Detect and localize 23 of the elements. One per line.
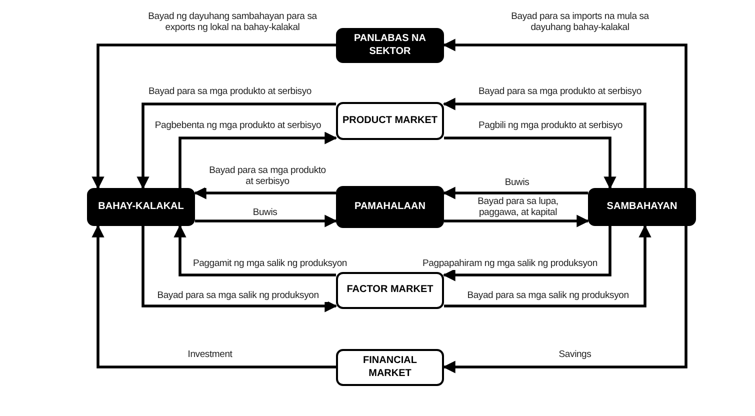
market-box: FACTOR MARKET — [336, 272, 444, 309]
arrow — [444, 136, 616, 190]
arrow — [195, 214, 338, 228]
arrow — [442, 38, 688, 188]
arrow — [142, 226, 338, 312]
arrow — [442, 226, 688, 374]
arrow — [92, 224, 336, 368]
market-box: PRODUCT MARKET — [336, 102, 444, 140]
arrow — [174, 224, 336, 276]
arrow — [178, 132, 338, 188]
sector-box: PANLABAS NA SEKTOR — [336, 28, 444, 63]
arrow — [442, 98, 646, 188]
arrow — [442, 186, 588, 200]
arrow — [136, 102, 336, 190]
arrow — [92, 44, 336, 190]
sector-box: BAHAY-KALAKAL — [87, 188, 195, 226]
arrow — [444, 224, 652, 308]
arrow — [442, 226, 612, 282]
sector-box: PAMAHALAAN — [336, 186, 444, 228]
arrow — [444, 214, 590, 228]
sector-box: SAMBAHAYAN — [588, 188, 696, 226]
market-box: FINANCIAL MARKET — [336, 349, 444, 386]
arrow — [194, 186, 336, 200]
